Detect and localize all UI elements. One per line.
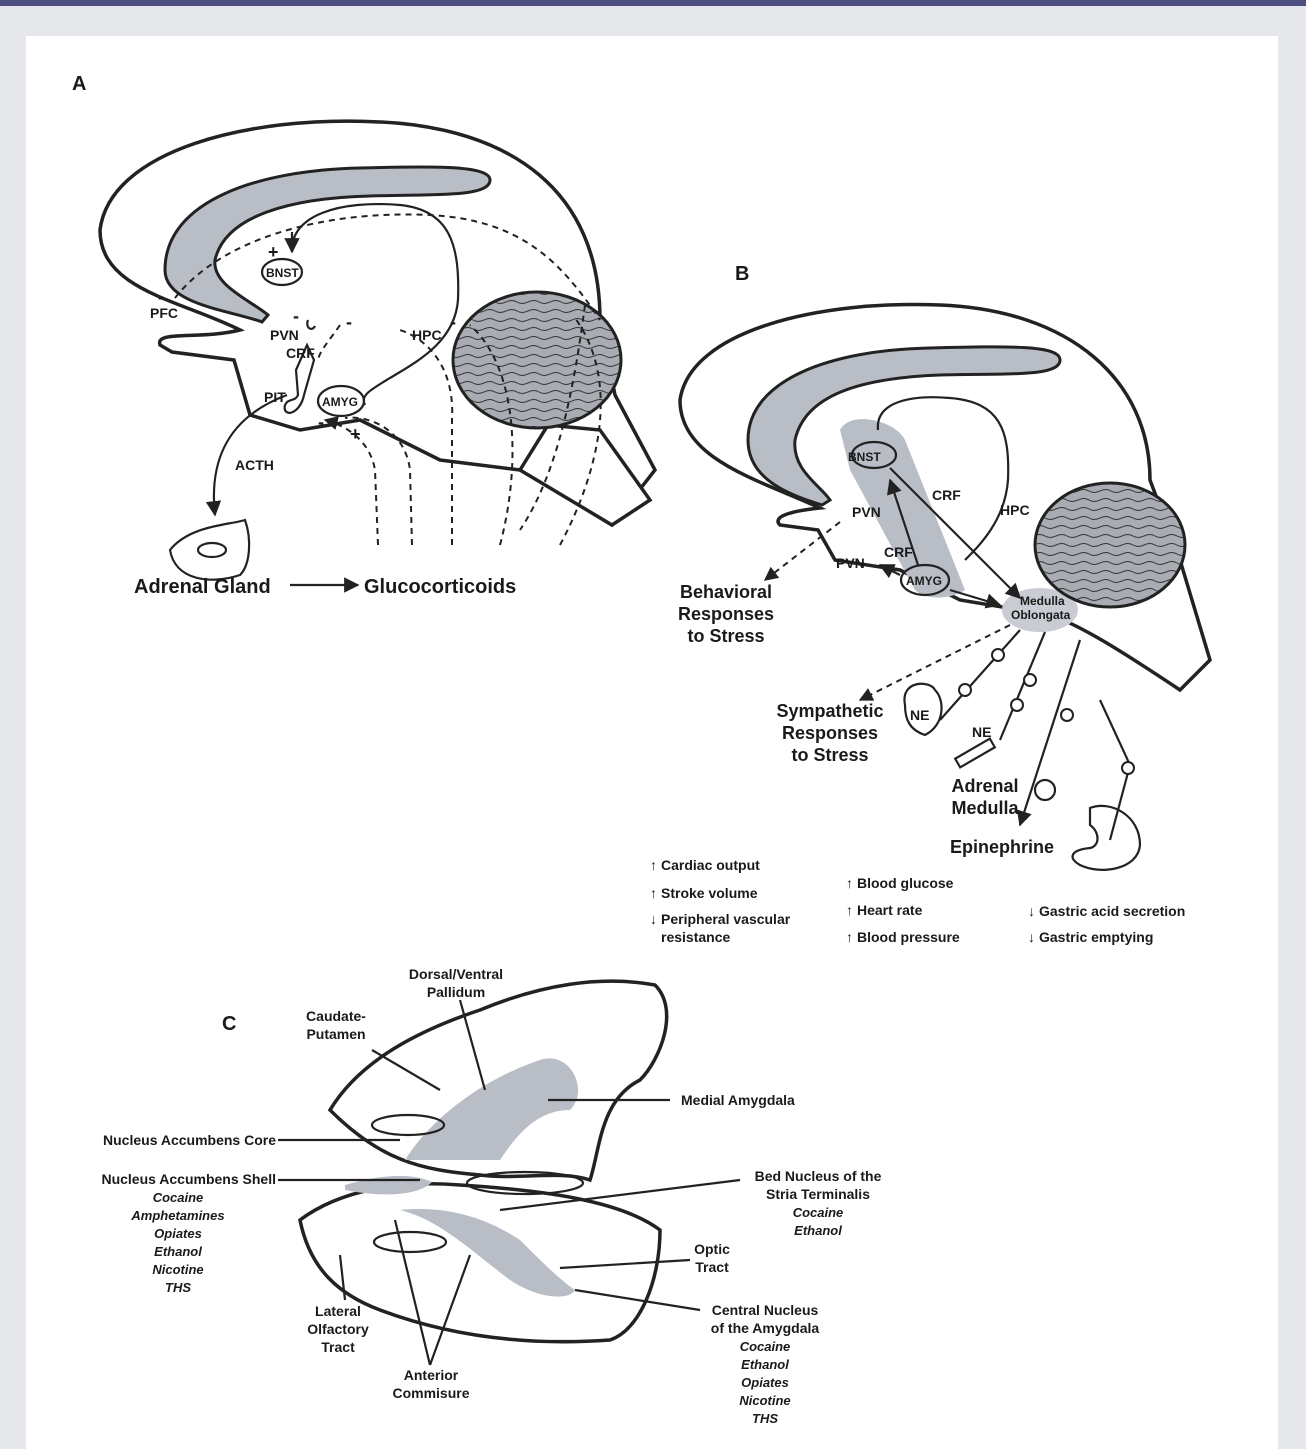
- drug-label: Cocaine: [153, 1190, 204, 1205]
- panel-c-caudate-label: Caudate-: [306, 1008, 366, 1024]
- svg-text:↑: ↑: [846, 902, 853, 918]
- panel-b-ne-label-2: NE: [972, 724, 991, 740]
- panel-c-nac-core-label: Nucleus Accumbens Core: [103, 1132, 276, 1148]
- panel-b-behavioral-label-2: Responses: [678, 604, 774, 624]
- effect-item: Peripheral vascular: [661, 911, 791, 927]
- effect-item: Cardiac output: [661, 857, 760, 873]
- drug-label: Ethanol: [741, 1357, 789, 1372]
- panel-b-adrenal-medulla-icon: [1035, 780, 1055, 800]
- effect-item: Blood glucose: [857, 875, 954, 891]
- panel-b-ne-label: NE: [910, 707, 929, 723]
- panel-b-adrenal-label: Adrenal: [951, 776, 1018, 796]
- effect-item: Gastric acid secretion: [1039, 903, 1185, 919]
- panel-a-minus-sign: -: [158, 287, 164, 307]
- panel-c: C Dorsal/Ventral Pallidum Caudate- Putam…: [101, 966, 881, 1426]
- svg-text:↑: ↑: [846, 929, 853, 945]
- panel-c-optic-label-2: Tract: [695, 1259, 729, 1275]
- panel-b-bnst-label: BNST: [848, 450, 881, 464]
- panel-b-pvn2-label: PVN: [836, 555, 865, 571]
- effect-item: Stroke volume: [661, 885, 758, 901]
- panel-c-nac-shell-label: Nucleus Accumbens Shell: [101, 1171, 276, 1187]
- panel-c-bnst-label-2: Stria Terminalis: [766, 1186, 870, 1202]
- panel-c-ac-label: Anterior: [404, 1367, 459, 1383]
- panel-b: B BNST CRF PVN HPC PVN: [650, 263, 1210, 945]
- panel-c-shell-drugs: Cocaine Amphetamines Opiates Ethanol Nic…: [130, 1190, 224, 1295]
- panel-c-caudate-label-2: Putamen: [306, 1026, 365, 1042]
- svg-text:↓: ↓: [1028, 903, 1035, 919]
- panel-c-cea-label-2: of the Amygdala: [711, 1320, 820, 1336]
- panel-a-pit-label: PIT: [264, 389, 286, 405]
- svg-text:↓: ↓: [650, 911, 657, 927]
- panel-c-lot-label-2: Olfactory: [307, 1321, 369, 1337]
- panel-c-ac-label-2: Commisure: [392, 1385, 469, 1401]
- panel-b-stomach: [1073, 806, 1140, 870]
- panel-a-minus-sign: -: [293, 306, 299, 326]
- panel-b-behavioral-label: Behavioral: [680, 582, 772, 602]
- panel-a-adrenal-gland: [170, 520, 249, 580]
- panel-b-medulla-label-2: Oblongata: [1011, 608, 1071, 622]
- drug-label: Ethanol: [794, 1223, 842, 1238]
- panel-a-minus-sign: -: [318, 412, 324, 432]
- panel-a-bnst-label: BNST: [266, 266, 299, 280]
- panel-c-cea-drugs: Cocaine Ethanol Opiates Nicotine THS: [739, 1339, 790, 1426]
- panel-b-epinephrine-label: Epinephrine: [950, 837, 1054, 857]
- panel-b-sympathetic-label-3: to Stress: [791, 745, 868, 765]
- panel-b-medulla-label: Medulla: [1020, 594, 1065, 608]
- panel-b-sympathetic-label-2: Responses: [782, 723, 878, 743]
- drug-label: Ethanol: [154, 1244, 202, 1259]
- panel-b-vessel: [955, 739, 995, 768]
- effect-item: Gastric emptying: [1039, 929, 1153, 945]
- panel-c-letter: C: [222, 1013, 236, 1035]
- effect-item: resistance: [661, 929, 730, 945]
- panel-c-optic-label: Optic: [694, 1241, 730, 1257]
- drug-label: Opiates: [741, 1375, 789, 1390]
- svg-text:↓: ↓: [1028, 929, 1035, 945]
- panel-b-letter: B: [735, 263, 749, 285]
- svg-text:↑: ↑: [650, 885, 657, 901]
- panel-a-letter: A: [72, 73, 86, 95]
- drug-label: Nicotine: [152, 1262, 203, 1277]
- panel-c-cea-label: Central Nucleus: [712, 1302, 819, 1318]
- drug-label: Nicotine: [739, 1393, 790, 1408]
- svg-text:↑: ↑: [846, 875, 853, 891]
- panel-a-plus-sign: +: [350, 424, 361, 444]
- panel-a-minus-sign: -: [450, 312, 456, 332]
- panel-c-bnst-label: Bed Nucleus of the: [755, 1168, 882, 1184]
- drug-label: Cocaine: [740, 1339, 791, 1354]
- panel-a-pvn-label: PVN: [270, 327, 299, 343]
- panel-b-crf2-label: CRF: [884, 544, 913, 560]
- panel-b-behavioral-label-3: to Stress: [687, 626, 764, 646]
- panel-b-amyg-label: AMYG: [906, 574, 942, 588]
- panel-b-adrenal-label-2: Medulla: [951, 798, 1019, 818]
- panel-c-dvp-label-2: Pallidum: [427, 984, 485, 1000]
- panel-a-gluco-label: Glucocorticoids: [364, 576, 516, 598]
- panel-b-hpc-label: HPC: [1000, 502, 1030, 518]
- panel-a-acth-label: ACTH: [235, 457, 274, 473]
- drug-label: Amphetamines: [130, 1208, 224, 1223]
- svg-text:↑: ↑: [650, 857, 657, 873]
- effect-item: Blood pressure: [857, 929, 960, 945]
- panel-a-plus-sign: +: [268, 242, 279, 262]
- panel-a-minus-sign: -: [346, 312, 352, 332]
- panel-b-cerebellum: [1035, 483, 1185, 607]
- panel-c-lot-label-3: Tract: [321, 1339, 355, 1355]
- panel-c-dvp-label: Dorsal/Ventral: [409, 966, 503, 982]
- panel-a-adrenal-label: Adrenal Gland: [134, 576, 271, 598]
- panel-b-sympathetic-label: Sympathetic: [776, 701, 883, 721]
- drug-label: THS: [752, 1411, 778, 1426]
- panel-a-pfc-label: PFC: [150, 305, 178, 321]
- drug-label: Cocaine: [793, 1205, 844, 1220]
- panel-b-pvn-label: PVN: [852, 504, 881, 520]
- panel-b-crf-label: CRF: [932, 487, 961, 503]
- drug-label: THS: [165, 1280, 191, 1295]
- panel-c-lot-label: Lateral: [315, 1303, 361, 1319]
- panel-a-crf-label: CRF: [286, 345, 315, 361]
- drug-label: Opiates: [154, 1226, 202, 1241]
- panel-a-hpc-label: HPC: [412, 327, 442, 343]
- panel-c-medial-amygdala-label: Medial Amygdala: [681, 1092, 795, 1108]
- panel-a: A PFC BNST PVN: [72, 73, 655, 598]
- panel-a-amyg-label: AMYG: [322, 395, 358, 409]
- effect-item: Heart rate: [857, 902, 923, 918]
